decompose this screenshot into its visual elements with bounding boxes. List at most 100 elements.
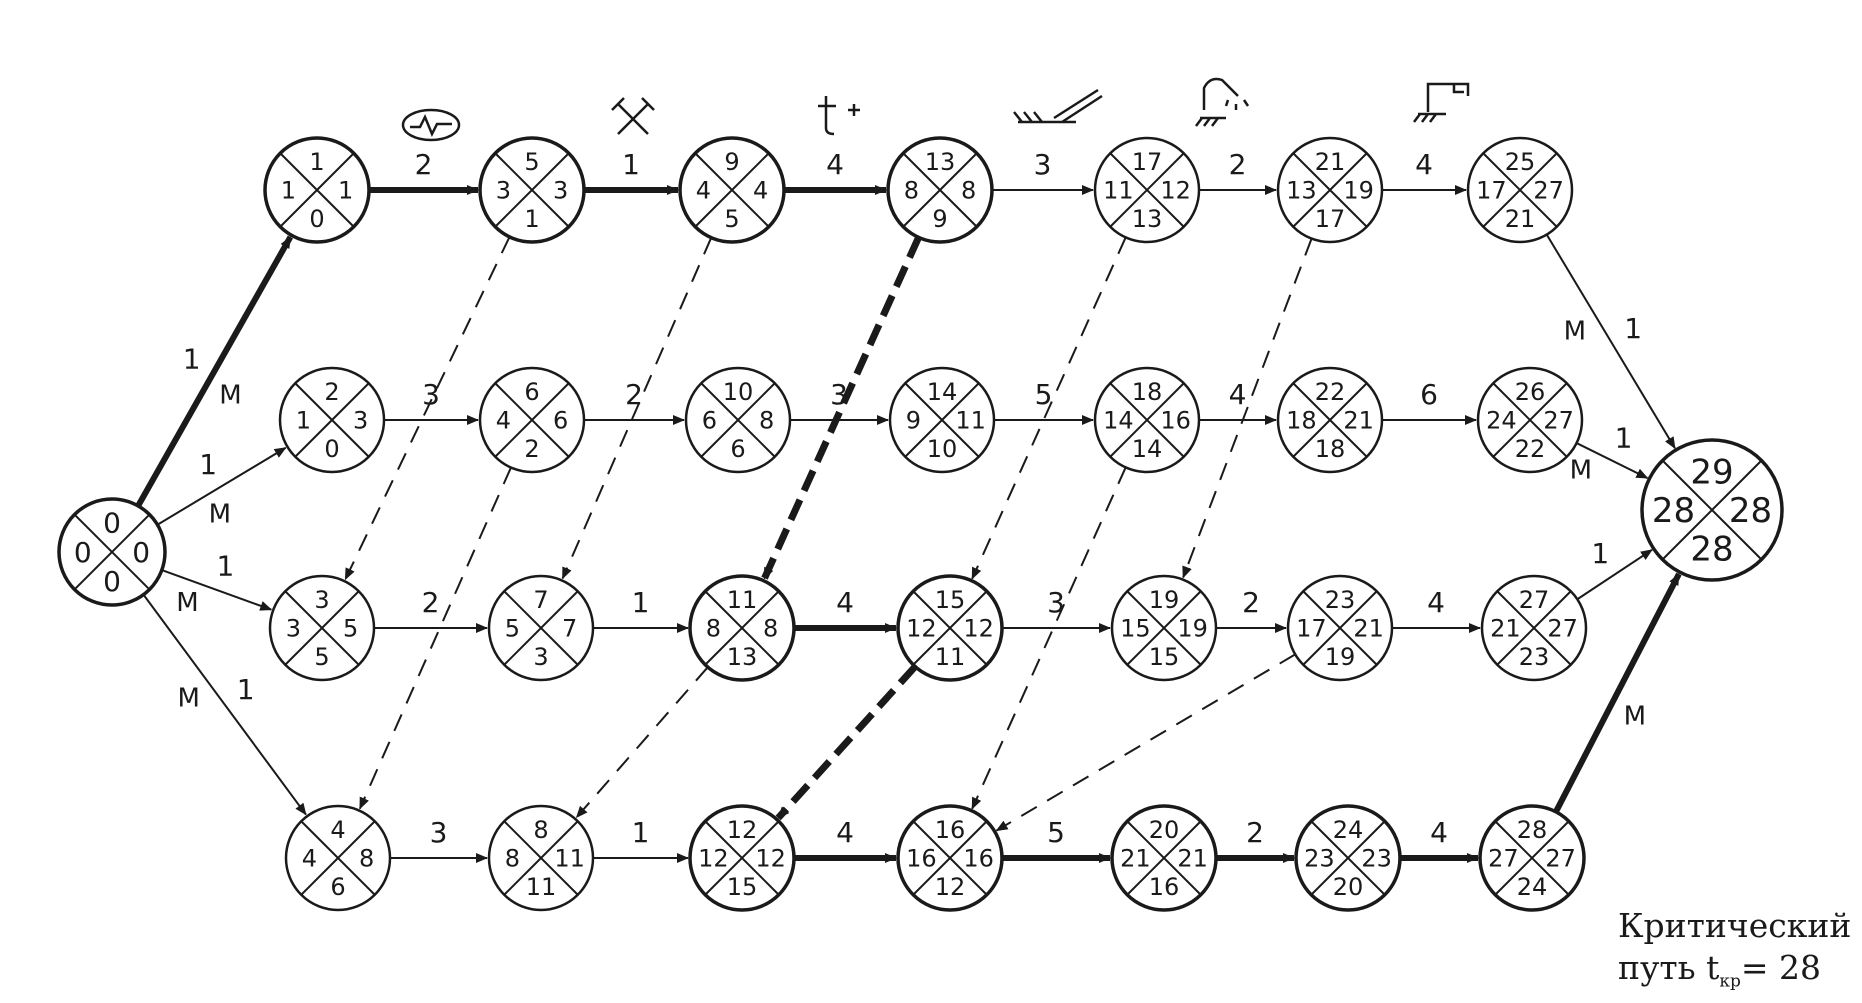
caption-line-2: путь tкр= 28 [1618,947,1851,1003]
event-number: 17 [1132,148,1163,176]
event-number: 14 [927,378,958,406]
activity-duration: 4 [1430,816,1448,849]
reserve: 3 [533,643,548,671]
reserve: 13 [1132,205,1163,233]
early-time: 24 [1486,406,1517,434]
activity-duration: 1 [216,549,234,582]
activity-duration: 4 [1229,378,1247,411]
early-time: 4 [496,406,511,434]
early-time: 15 [1120,614,1151,642]
late-time: 5 [343,614,358,642]
early-time: 14 [1103,406,1134,434]
event-number: 8 [533,816,548,844]
dependency-arrow [1182,238,1313,579]
event-number: 25 [1505,148,1536,176]
resource-mark: М [1564,317,1586,347]
event-divider [1496,590,1572,666]
event-divider [904,382,980,458]
reserve: 6 [330,873,345,901]
late-time: 0 [132,536,150,569]
event-number: 0 [103,507,121,540]
event-number: 27 [1519,586,1550,614]
early-time: 12 [698,844,729,872]
early-time: 11 [1103,176,1134,204]
event-layer: 0000110153139454138981712131121191713252… [57,136,1784,912]
early-time: 23 [1304,844,1335,872]
reserve: 1 [524,205,539,233]
late-time: 8 [961,176,976,204]
early-time: 21 [1120,844,1151,872]
resource-mark: М [176,588,198,618]
event-number: 12 [727,816,758,844]
activity-duration: 1 [1591,537,1609,570]
early-time: 12 [906,614,937,642]
dependency-arrow [971,467,1127,810]
event-number: 16 [935,816,966,844]
dependency-arrow [575,666,709,819]
event-divider [912,820,988,896]
activity-duration: 3 [422,378,440,411]
event-divider [503,590,579,666]
event-number: 15 [935,586,966,614]
resource-mark: М [1570,456,1592,486]
event-number: 21 [1315,148,1346,176]
reserve: 10 [927,435,958,463]
motor-icon [401,108,461,142]
late-time: 27 [1545,844,1576,872]
event-divider [912,590,988,666]
early-time: 17 [1476,176,1507,204]
late-time: 8 [759,406,774,434]
caption-prefix: путь t [1618,948,1720,987]
event-divider [694,152,770,228]
event-divider [1302,590,1378,666]
event-number: 11 [727,586,758,614]
event-divider [1482,152,1558,228]
late-time: 23 [1361,844,1392,872]
activity-duration: 1 [1615,421,1633,454]
event-number: 4 [330,816,345,844]
reserve: 13 [727,643,758,671]
reserve: 20 [1333,873,1364,901]
reserve: 0 [309,205,324,233]
activity-duration: 1 [622,148,640,181]
reserve: 14 [1132,435,1163,463]
late-time: 3 [553,176,568,204]
late-time: 11 [554,844,585,872]
late-time: 21 [1353,614,1384,642]
activity-arrow [156,446,287,526]
event-number: 7 [533,586,548,614]
event-number: 6 [524,378,539,406]
reserve: 11 [935,643,966,671]
early-time: 27 [1488,844,1519,872]
dependency-arrow [358,467,512,810]
activity-duration: 1 [183,343,201,376]
event-divider [700,382,776,458]
early-time: 13 [1286,176,1317,204]
crane-icon [1413,82,1470,123]
dependency-arrow [971,237,1127,580]
early-time: 8 [505,844,520,872]
early-time: 0 [74,536,92,569]
event-number: 3 [314,586,329,614]
event-number: 1 [309,148,324,176]
event-number: 29 [1690,452,1733,492]
dependency-arrow [995,653,1296,832]
activity-duration: 3 [1034,148,1052,181]
activity-duration: 2 [1246,816,1264,849]
reserve: 0 [324,435,339,463]
resource-mark: М [177,683,199,713]
late-time: 21 [1177,844,1208,872]
reserve: 15 [1149,643,1180,671]
late-time: 27 [1533,176,1564,204]
late-time: 28 [1729,491,1772,531]
